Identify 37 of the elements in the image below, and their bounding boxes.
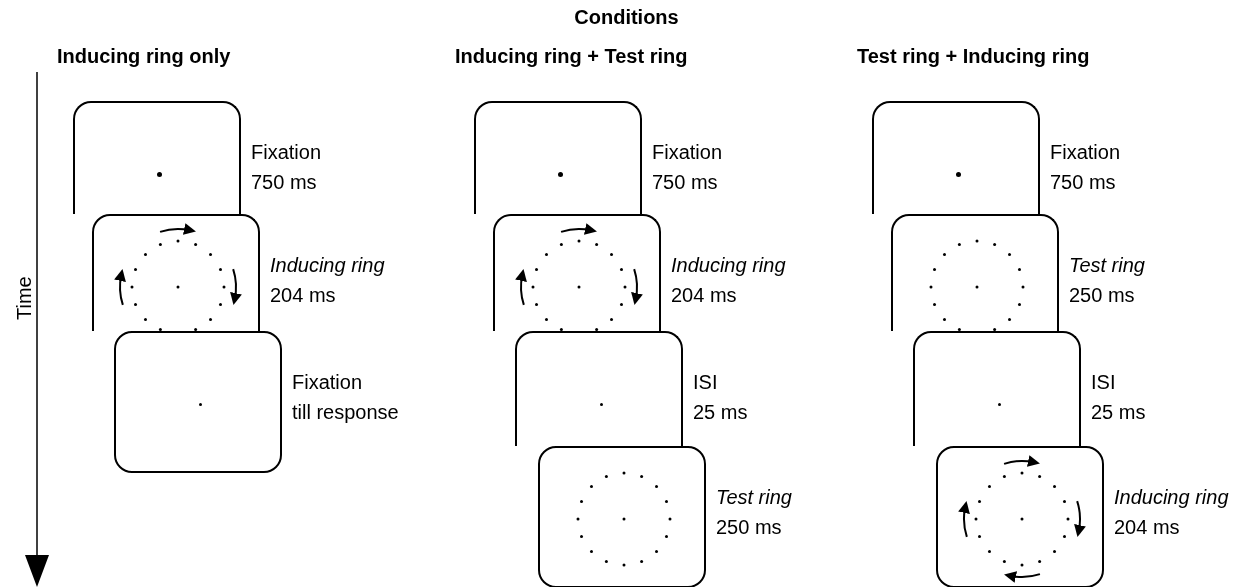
screen-frame <box>114 331 282 473</box>
stimulus-label: ISI <box>1091 370 1116 395</box>
stimulus-label: Fixation <box>652 140 723 165</box>
screen-frame <box>872 101 1040 214</box>
duration-label: 204 ms <box>1114 515 1180 540</box>
column-heading: Inducing ring only <box>57 45 231 68</box>
column-heading: Test ring + Inducing ring <box>857 45 1090 68</box>
screen-frame <box>92 214 260 331</box>
stimulus-label: ISI <box>693 370 718 395</box>
duration-label: 750 ms <box>652 170 718 195</box>
screen-frame <box>936 446 1104 587</box>
title: Conditions <box>573 6 680 29</box>
stimulus-label: Test ring <box>1069 253 1145 278</box>
duration-label: 204 ms <box>671 283 737 308</box>
screen-frame <box>474 101 642 214</box>
duration-label: till response <box>292 400 399 425</box>
duration-label: 250 ms <box>716 515 782 540</box>
stimulus-label: Fixation <box>251 140 322 165</box>
screen-frame <box>538 446 706 587</box>
duration-label: 25 ms <box>693 400 748 425</box>
stimulus-label: Inducing ring <box>1114 485 1229 510</box>
screen-frame <box>891 214 1059 331</box>
duration-label: 204 ms <box>270 283 336 308</box>
screen-frame <box>515 331 683 446</box>
stimulus-label: Fixation <box>1050 140 1121 165</box>
screen-frame <box>913 331 1081 446</box>
screen-frame <box>73 101 241 214</box>
column-heading: Inducing ring + Test ring <box>455 45 688 68</box>
duration-label: 250 ms <box>1069 283 1135 308</box>
duration-label: 750 ms <box>251 170 317 195</box>
duration-label: 25 ms <box>1091 400 1146 425</box>
duration-label: 750 ms <box>1050 170 1116 195</box>
screen-frame <box>493 214 661 331</box>
stimulus-label: Test ring <box>716 485 792 510</box>
stimulus-label: Inducing ring <box>270 253 385 278</box>
stimulus-label: Inducing ring <box>671 253 786 278</box>
stimulus-label: Fixation <box>292 370 363 395</box>
